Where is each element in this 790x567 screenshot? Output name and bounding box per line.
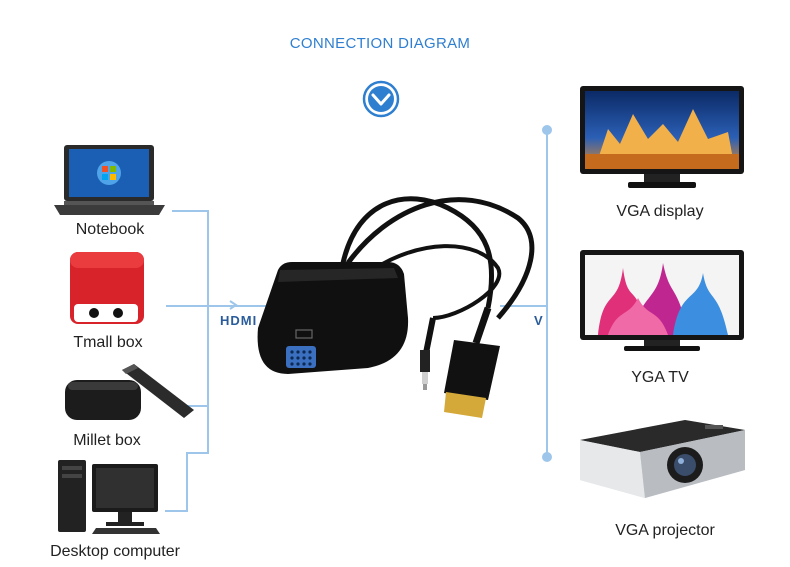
label-vga-projector: VGA projector [615,522,715,539]
media-box-icon [65,364,194,420]
diagram-title: CONNECTION DIAGRAM [289,35,471,52]
label-tmall-box: Tmall box [73,334,143,351]
label-notebook: Notebook [75,221,145,238]
wire-to-adapter [209,305,279,307]
wire-bus-bottom [186,452,209,454]
label-yga-tv: YGA TV [631,369,689,386]
wire-left-bus [207,210,209,452]
projector-icon [580,420,745,498]
wire-right-bus [546,130,548,458]
bus-dot-top [542,125,552,135]
label-desktop-computer: Desktop computer [50,543,180,560]
chevron-down-icon [362,80,400,118]
monitor-icon [580,86,744,188]
wire-notebook [172,210,209,212]
hdmi-label: HDMI [220,313,258,328]
wire-desktop-drop [186,452,188,512]
vga-label: V [534,313,544,328]
wire-desktop [165,510,188,512]
adapter-icon [257,196,535,418]
bus-dot-bottom [542,452,552,462]
wire-from-adapter [500,305,546,307]
label-vga-display: VGA display [616,203,704,220]
tv-icon [580,250,744,351]
label-millet-box: Millet box [73,432,141,449]
arrow-right-icon [229,300,238,310]
desktop-icon [58,460,160,534]
wire-tmall [166,305,209,307]
wire-millet [172,405,209,407]
laptop-icon [54,145,165,215]
tv-box-icon [70,252,144,324]
